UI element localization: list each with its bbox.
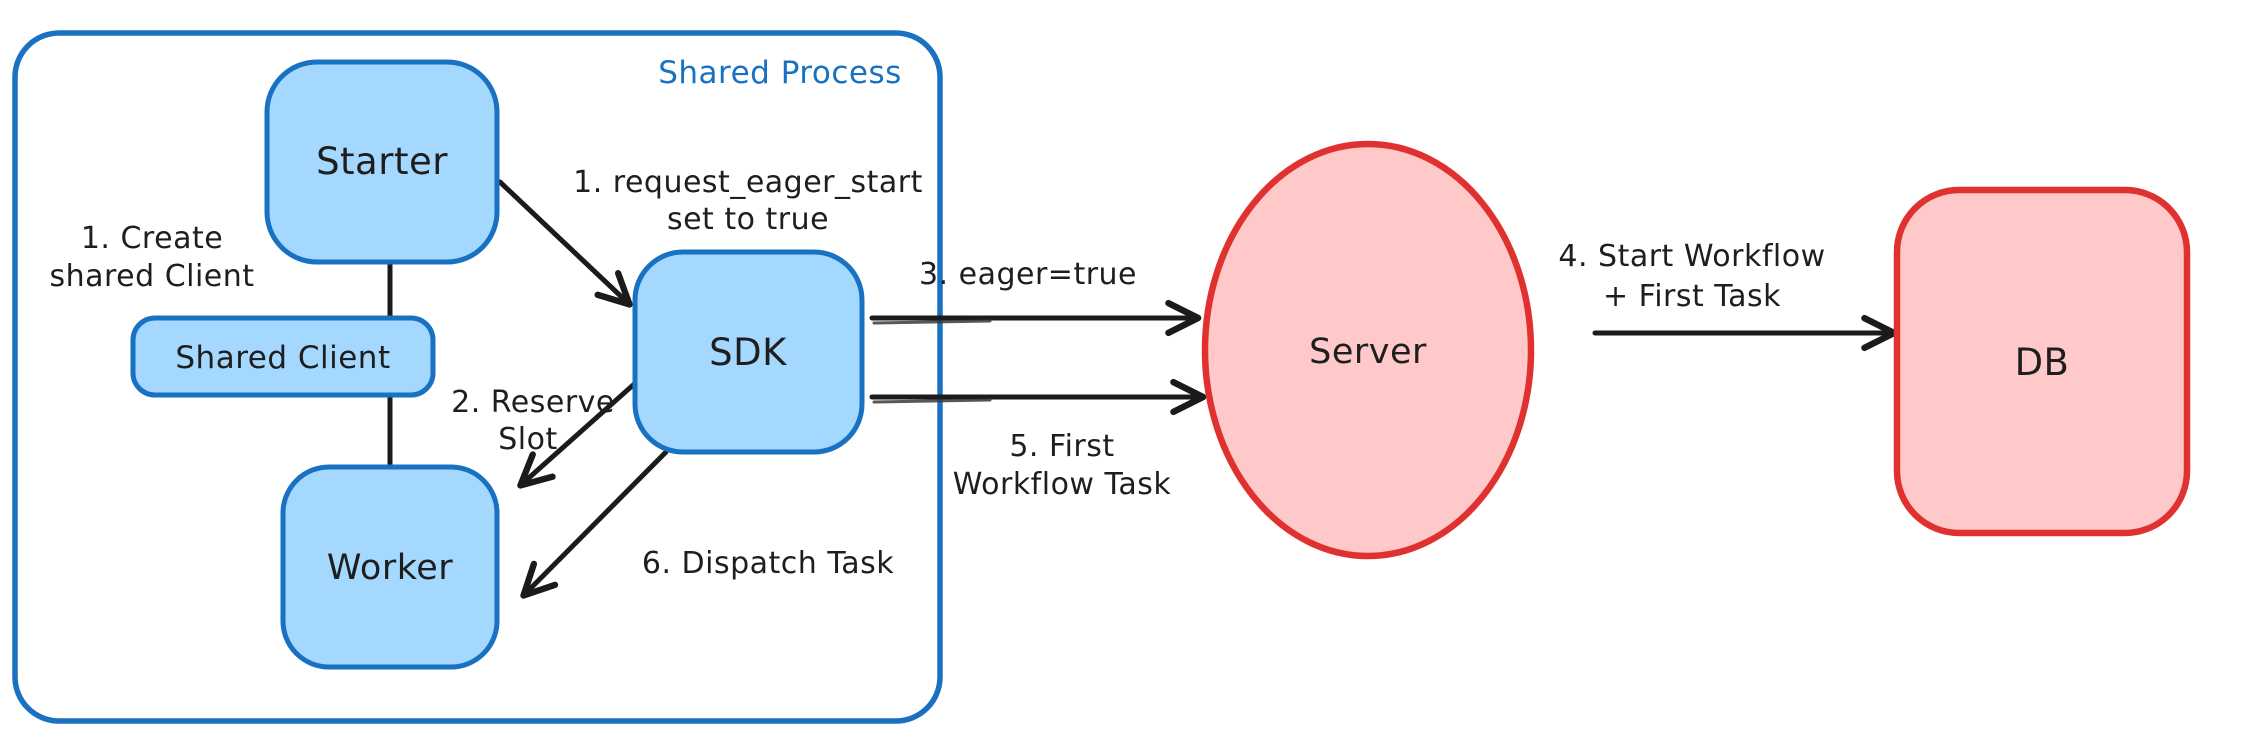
arrow-sdk-to-worker-reserve (517, 375, 644, 489)
create-shared-client-line1: 1. Create (81, 221, 223, 256)
starter-node (264, 59, 500, 265)
start-workflow-line2: + First Task (1603, 279, 1781, 314)
starter-label: Starter (316, 140, 448, 183)
db-node (1893, 186, 2191, 537)
shared-process-label: Shared Process (658, 55, 902, 91)
worker-node (280, 464, 500, 670)
request-eager-start-line2: set to true (667, 202, 829, 237)
reserve-slot-annotation: 2. Reserve Slot (451, 385, 615, 457)
dispatch-task-annotation: 6. Dispatch Task (642, 546, 894, 581)
request-eager-start-line1: 1. request_eager_start (573, 165, 923, 200)
worker-label: Worker (327, 548, 453, 588)
shared-process-container (12, 30, 943, 724)
sdk-node (632, 249, 865, 455)
db-label: DB (2015, 341, 2070, 384)
first-workflow-task-line1: 5. First (1009, 429, 1114, 464)
create-shared-client-annotation: 1. Create shared Client (49, 221, 254, 294)
arrow-sketch-overdraw-2 (872, 398, 992, 404)
start-workflow-annotation: 4. Start Workflow + First Task (1558, 239, 1825, 314)
arrow-sketch-overdraw-1 (872, 319, 992, 325)
arrow-sdk-to-worker-dispatch (520, 449, 669, 599)
start-workflow-line1: 4. Start Workflow (1558, 239, 1825, 274)
server-node (1201, 140, 1535, 560)
shared-client-label: Shared Client (175, 340, 390, 376)
arrow-starter-to-sdk (497, 179, 633, 308)
sdk-label: SDK (709, 331, 788, 374)
create-shared-client-line2: shared Client (49, 259, 254, 294)
server-label: Server (1309, 332, 1427, 372)
reserve-slot-line2: Slot (498, 422, 558, 457)
request-eager-start-annotation: 1. request_eager_start set to true (573, 165, 923, 237)
shared-client-node (130, 315, 436, 398)
first-workflow-task-annotation: 5. First Workflow Task (953, 429, 1172, 502)
reserve-slot-line1: 2. Reserve (451, 385, 615, 420)
eager-true-annotation: 3. eager=true (919, 257, 1137, 292)
first-workflow-task-line2: Workflow Task (953, 467, 1172, 502)
